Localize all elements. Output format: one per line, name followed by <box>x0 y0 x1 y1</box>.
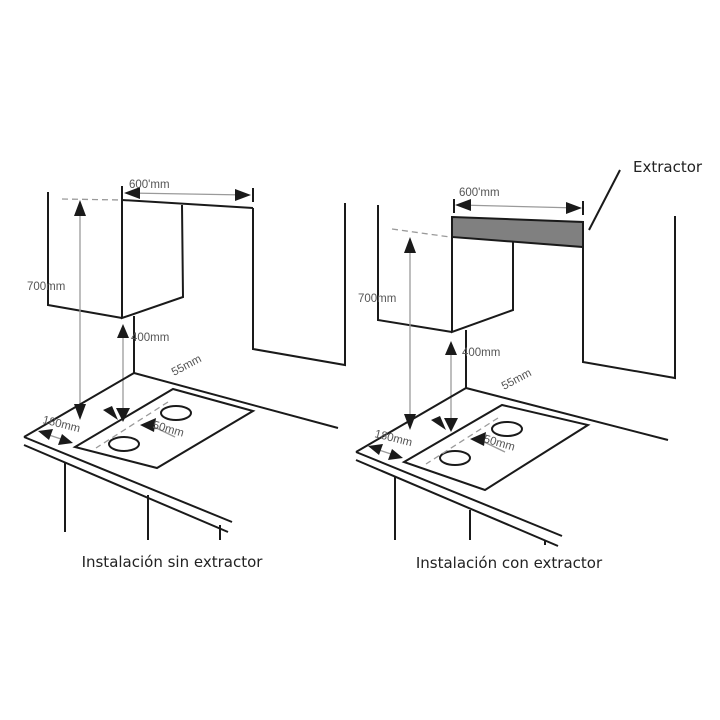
right-wall-cabinet <box>252 203 346 367</box>
countertop-front-edge <box>355 451 563 537</box>
hob-outline <box>401 403 591 492</box>
right-wall-cabinet <box>582 216 676 380</box>
hob-burner <box>439 450 471 466</box>
countertop-front-edge <box>23 436 233 523</box>
extractor-label: Extractor <box>633 158 703 176</box>
arrow-head-icon <box>445 341 457 355</box>
arrow-head-icon <box>455 199 471 211</box>
gap-label: 50mm <box>151 419 185 439</box>
height-reference-dashed <box>61 198 123 201</box>
extractor-hood <box>451 215 584 249</box>
countertop-back-edge <box>133 372 339 429</box>
width-dimension-arrow <box>458 204 579 209</box>
height-label: 700mm <box>27 281 65 293</box>
left-wall-cabinet <box>377 205 453 333</box>
arrow-head-icon <box>38 429 53 440</box>
cabinet-top-line <box>121 199 254 209</box>
left-installation-drawing: 600'mm 700mm 400mm 55mm 180mm 50mm Insta… <box>23 179 346 571</box>
width-label: 600'mm <box>129 179 170 191</box>
caption-without-extractor: Instalación sin extractor <box>82 553 264 571</box>
arrow-head-icon <box>58 434 73 445</box>
arrow-head-icon <box>117 324 129 338</box>
countertop-left-edge <box>23 372 135 438</box>
countertop-back-edge <box>465 387 669 441</box>
hob-burner <box>160 405 192 421</box>
arrow-head-icon <box>103 406 118 420</box>
arrow-head-icon <box>368 444 383 455</box>
arrow-head-icon <box>235 189 251 201</box>
hob-outline <box>72 387 256 470</box>
arrow-head-icon <box>404 237 416 253</box>
arrow-head-icon <box>124 187 140 199</box>
right-installation-drawing: Extractor 600'mm 700mm 400mm 55mm 180mm … <box>355 158 703 572</box>
caption-with-extractor: Instalación con extractor <box>416 554 603 572</box>
clearance-label: 400mm <box>462 347 500 359</box>
hob-burner <box>108 436 140 452</box>
arrow-head-icon <box>444 418 458 432</box>
arrow-head-icon <box>388 449 403 460</box>
arrow-head-icon <box>140 418 156 432</box>
extractor-leader-line <box>588 169 621 231</box>
countertop-left-edge <box>355 387 467 453</box>
wall-cabinet <box>121 200 185 320</box>
arrow-head-icon <box>74 200 86 216</box>
clearance-label: 400mm <box>131 332 169 344</box>
arrow-head-icon <box>566 202 582 214</box>
left-wall-cabinet <box>47 192 123 319</box>
hob-burner <box>491 421 523 437</box>
width-label: 600'mm <box>459 187 500 199</box>
depth-label: 55mm <box>170 353 204 379</box>
width-dimension-arrow <box>127 192 248 196</box>
depth-label: 55mm <box>500 367 534 393</box>
arrow-head-icon <box>116 408 130 422</box>
height-label: 700mm <box>358 293 396 305</box>
arrow-head-icon <box>431 416 446 430</box>
arrow-head-icon <box>74 404 86 420</box>
wall-cabinet <box>451 237 514 334</box>
arrow-head-icon <box>470 432 486 446</box>
